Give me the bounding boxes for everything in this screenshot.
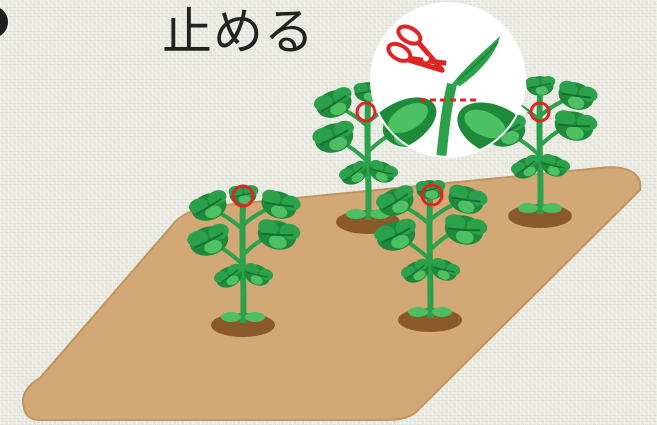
tip-marker-icon [420, 183, 444, 207]
tip-marker-icon [355, 101, 377, 123]
tip-marker-icon [231, 184, 255, 208]
page-title: 止める [162, 3, 315, 61]
edge-fragment [0, 8, 8, 36]
tip-marker-icon [529, 101, 551, 123]
scissors-icon [386, 24, 447, 73]
zoom-bubble [370, 2, 528, 158]
